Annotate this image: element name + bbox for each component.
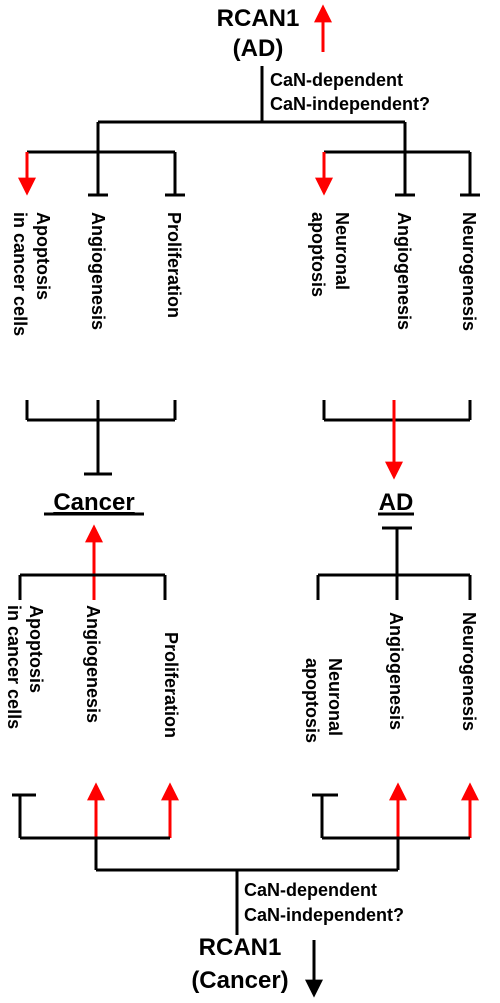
bottom-apoptosis-label-2: in cancer cells	[4, 605, 24, 729]
bottom-neurogenesis-label: Neurogenesis	[459, 612, 479, 731]
bottom-apoptosis-label-1: Apoptosis	[26, 605, 46, 693]
bottom-mechanism-note-1: CaN-dependent	[244, 880, 377, 900]
bottom-rcan1-label: RCAN1	[199, 934, 282, 961]
bottom-angiogenesis-label: Angiogenesis	[83, 605, 103, 723]
bottom-proliferation-label: Proliferation	[161, 632, 181, 738]
bottom-neuronal-label: Neuronal	[325, 658, 345, 736]
top-apoptosis-label-1: Apoptosis	[33, 212, 53, 300]
top-mechanism-note-1: CaN-dependent	[270, 70, 403, 90]
top-proliferation-label: Proliferation	[164, 212, 184, 318]
bottom-angiogenesis-ad-label: Angiogenesis	[386, 612, 406, 730]
bottom-mechanism-note-2: CaN-independent?	[244, 905, 404, 925]
top-rcan1-label: RCAN1	[217, 5, 300, 32]
top-angiogenesis-label: Angiogenesis	[88, 212, 108, 330]
top-neuronal-label: Neuronal	[332, 212, 352, 290]
top-angiogenesis-ad-label: Angiogenesis	[394, 212, 414, 330]
top-apoptosis-ad-label: apoptosis	[308, 212, 328, 297]
bottom-apoptosis-ad-label: apoptosis	[302, 658, 322, 743]
cancer-outcome-label: Cancer	[53, 489, 134, 516]
bottom-rcan1-sub-label: (Cancer)	[191, 967, 288, 994]
top-mechanism-note-2: CaN-independent?	[270, 94, 430, 114]
top-neurogenesis-label: Neurogenesis	[459, 212, 479, 331]
ad-outcome-label: AD	[379, 489, 414, 516]
top-rcan1-sub-label: (AD)	[233, 35, 284, 62]
top-apoptosis-label-2: in cancer cells	[10, 212, 30, 336]
